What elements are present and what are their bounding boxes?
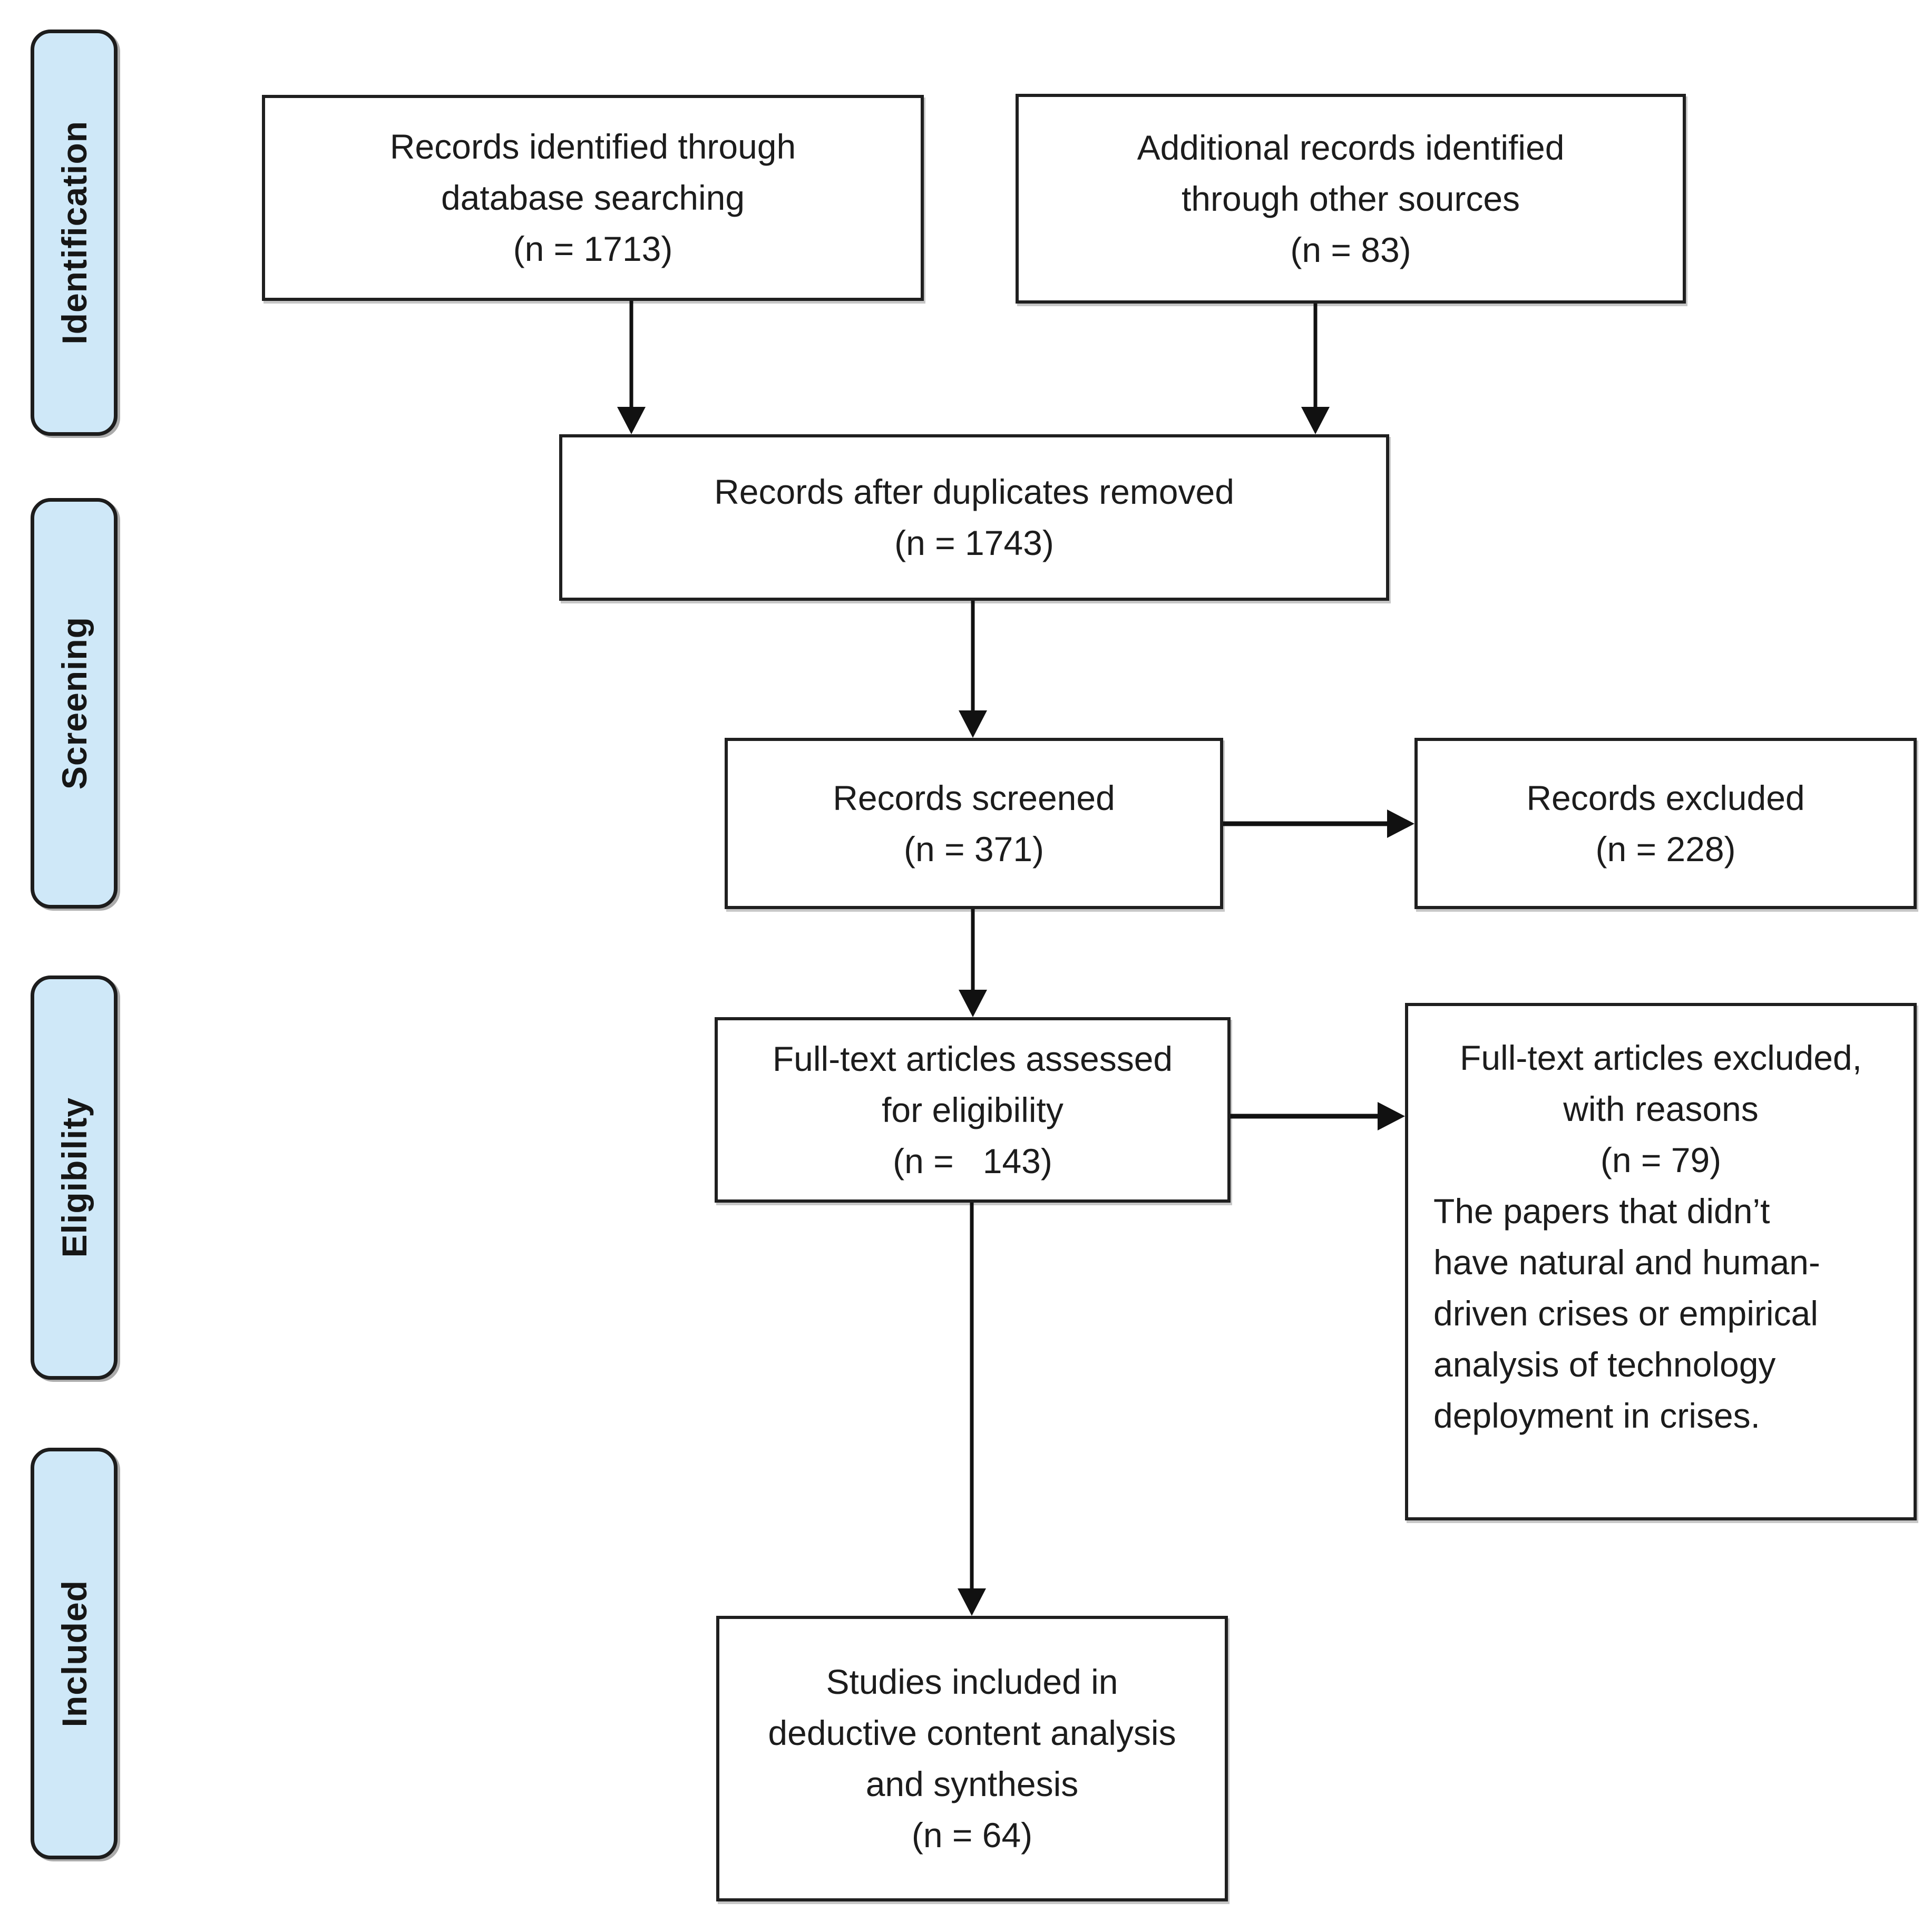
phase-label-included: Included [31, 1448, 118, 1859]
phase-label-screening: Screening [31, 498, 118, 909]
text-line: have natural and human- [1433, 1243, 1820, 1282]
text-line: The papers that didn’t [1433, 1192, 1770, 1231]
text-line: Studies included in [826, 1662, 1118, 1701]
flow-box-records-screened: Records screened (n = 371) [725, 738, 1223, 909]
arrow-other-sources-to-duplicates [1300, 304, 1331, 434]
flow-box-additional-records-other-sources: Additional records identified through ot… [1016, 94, 1686, 304]
phase-label-identification-text: Identification [54, 121, 94, 345]
text-line: Full-text articles assessed [772, 1039, 1173, 1078]
text-line: Full-text articles excluded, [1460, 1038, 1862, 1077]
text-line: Records screened [833, 778, 1115, 817]
text-line: and synthesis [865, 1764, 1079, 1803]
arrow-fulltext-to-excluded [1231, 1100, 1405, 1132]
flow-box-records-after-duplicates: Records after duplicates removed (n = 17… [559, 434, 1389, 601]
text-line: database searching [441, 178, 745, 217]
flow-box-records-identified-database: Records identified through database sear… [262, 95, 924, 301]
text-line: (n = 64) [911, 1816, 1033, 1855]
arrow-screened-to-fulltext [957, 909, 989, 1017]
phase-label-identification: Identification [31, 30, 118, 436]
text-line: (n = 371) [904, 829, 1044, 869]
text-line: Records after duplicates removed [714, 472, 1234, 511]
text-line: Additional records identified [1137, 128, 1565, 167]
arrow-screened-to-excluded [1223, 808, 1414, 840]
text-line: with reasons [1563, 1089, 1759, 1128]
text-line: (n = 83) [1290, 230, 1411, 269]
text-line: (n = 228) [1595, 829, 1736, 869]
text-line: driven crises or empirical [1433, 1294, 1818, 1333]
text-line: (n = 1713) [513, 229, 673, 268]
text-line: deployment in crises. [1433, 1396, 1760, 1435]
arrow-duplicates-to-screened [957, 601, 989, 738]
text-line: analysis of technology [1433, 1345, 1776, 1384]
text-line: for eligibility [882, 1090, 1063, 1129]
phase-label-screening-text: Screening [54, 617, 94, 790]
flow-box-studies-included: Studies included in deductive content an… [716, 1616, 1228, 1901]
text-line: Records identified through [389, 127, 796, 166]
phase-label-included-text: Included [54, 1579, 94, 1728]
phase-label-eligibility: Eligibility [31, 975, 118, 1380]
text-line: (n = 143) [893, 1141, 1052, 1181]
flow-box-fulltext-excluded: Full-text articles excluded, with reason… [1405, 1003, 1917, 1520]
text-line: (n = 79) [1600, 1140, 1722, 1179]
text-line: through other sources [1181, 179, 1520, 218]
text-line: (n = 1743) [894, 523, 1054, 562]
arrow-fulltext-to-included [956, 1203, 988, 1616]
phase-label-eligibility-text: Eligibility [54, 1097, 94, 1258]
text-line: Records excluded [1526, 778, 1805, 817]
text-line: deductive content analysis [768, 1713, 1176, 1752]
flow-box-records-excluded: Records excluded (n = 228) [1414, 738, 1917, 909]
flow-box-fulltext-assessed: Full-text articles assessed for eligibil… [715, 1017, 1231, 1203]
arrow-database-to-duplicates [616, 301, 647, 434]
